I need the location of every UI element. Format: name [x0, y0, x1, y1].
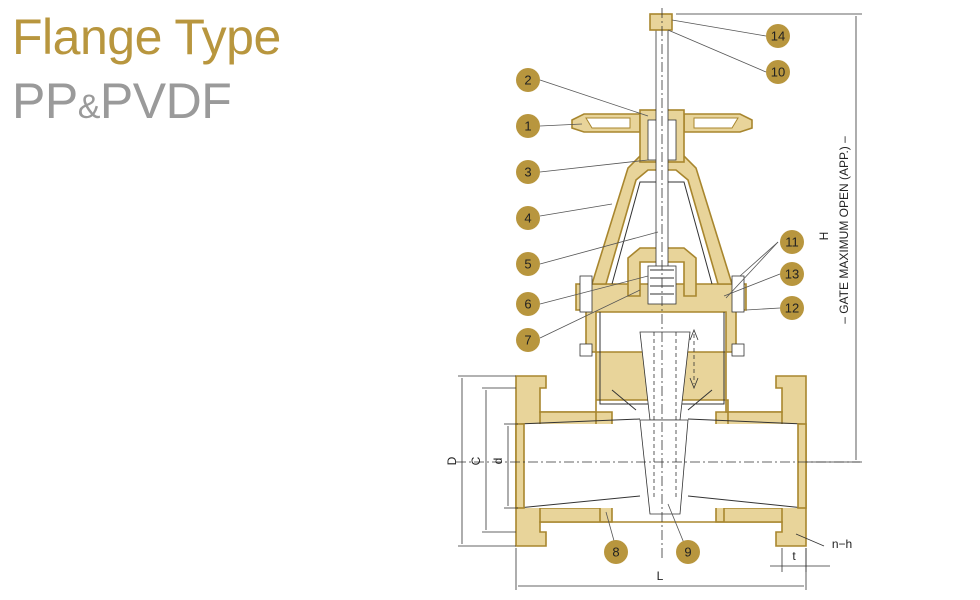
title-material-amp: &: [77, 88, 101, 126]
dim-label-C: C: [469, 456, 483, 465]
part-leaders: [539, 19, 781, 549]
dim-label-nh: n−h: [832, 537, 852, 551]
title-material-pp: PP: [12, 73, 78, 129]
svg-text:7: 7: [524, 333, 531, 348]
title-flange-type: Flange Type: [12, 9, 281, 65]
part-bubble-2: 2: [516, 68, 540, 92]
svg-text:10: 10: [771, 65, 785, 80]
svg-text:1: 1: [524, 119, 531, 134]
part-bubble-10: 10: [766, 60, 790, 84]
part-bubble-13: 13: [780, 262, 804, 286]
svg-text:13: 13: [785, 267, 799, 282]
gate-travel-arrow: [689, 328, 699, 390]
part-bubble-3: 3: [516, 160, 540, 184]
part-bubble-12: 12: [780, 296, 804, 320]
svg-text:11: 11: [785, 235, 799, 250]
gate-max-open-note: – GATE MAXIMUM OPEN (APP.) –: [837, 136, 851, 324]
dim-label-L: L: [657, 569, 664, 583]
part-bubble-6: 6: [516, 292, 540, 316]
part-bubble-11: 11: [780, 230, 804, 254]
part-bubble-4: 4: [516, 206, 540, 230]
gate-disc: [639, 331, 691, 515]
part-bubble-1: 1: [516, 114, 540, 138]
part-bubble-9: 9: [676, 540, 700, 564]
svg-text:4: 4: [524, 211, 531, 226]
svg-text:3: 3: [524, 165, 531, 180]
svg-text:12: 12: [785, 301, 799, 316]
title-material-pvdf: PVDF: [99, 73, 232, 129]
svg-text:6: 6: [524, 297, 531, 312]
part-bubble-7: 7: [516, 328, 540, 352]
svg-text:2: 2: [524, 73, 531, 88]
part-bubble-8: 8: [604, 540, 628, 564]
svg-text:9: 9: [684, 545, 691, 560]
svg-text:8: 8: [612, 545, 619, 560]
dim-label-t: t: [792, 549, 796, 563]
dim-label-H: H: [817, 232, 831, 241]
title-material: PP&PVDF: [12, 72, 232, 136]
part-bubble-14: 14: [766, 24, 790, 48]
svg-text:14: 14: [771, 29, 785, 44]
part-bubble-5: 5: [516, 252, 540, 276]
dimension-lines: [458, 13, 862, 590]
svg-text:5: 5: [524, 257, 531, 272]
dim-label-D: D: [445, 456, 459, 465]
dim-label-d: d: [491, 458, 505, 465]
